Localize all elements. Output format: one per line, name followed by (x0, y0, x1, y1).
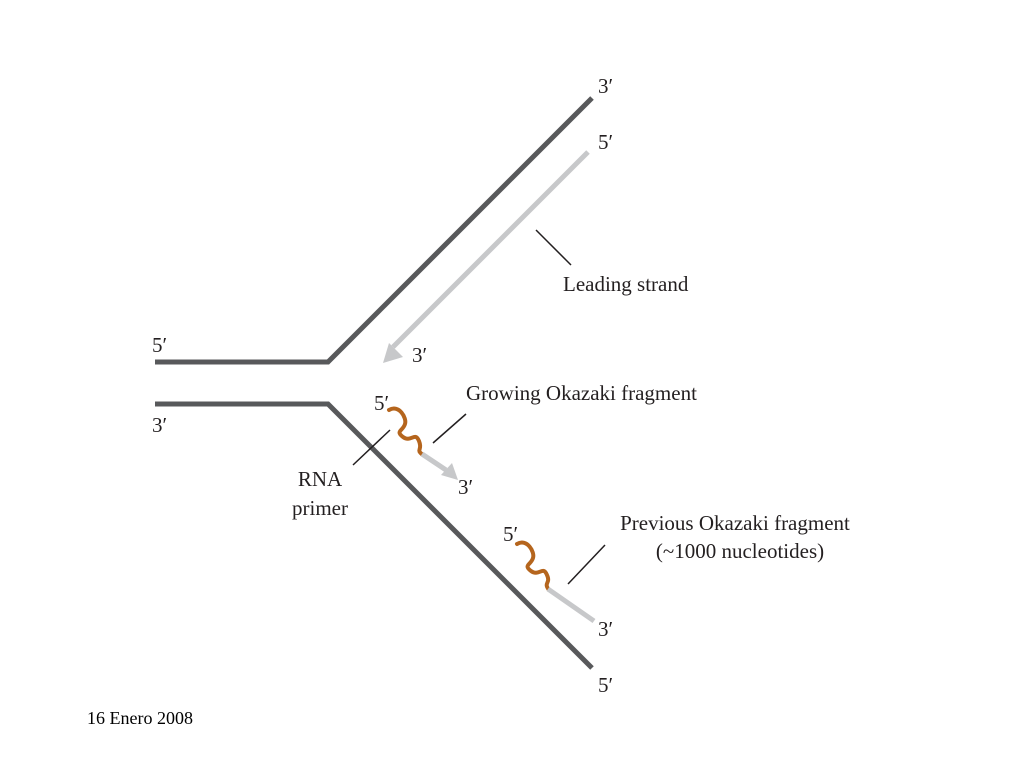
growing-okazaki-label: Growing Okazaki fragment (466, 381, 697, 405)
bottom-strand-left-end-label: 3′ (152, 413, 167, 437)
rna-primer-label-line1: RNA (298, 467, 343, 491)
leading-strand-arrowhead (383, 343, 403, 363)
growing-okazaki-arrowhead (441, 463, 458, 480)
growing-okazaki-dna (420, 451, 448, 473)
leading-strand-leader-line (535, 229, 572, 266)
previous-okazaki-5-prime-label: 5′ (503, 522, 518, 546)
previous-okazaki-label-line2: (~1000 nucleotides) (656, 539, 824, 563)
rna-primer-leader-line (352, 429, 391, 466)
growing-okazaki-5-prime-label: 5′ (374, 391, 389, 415)
bottom-strand-right-end-label: 5′ (598, 673, 613, 697)
top-strand-right-end-label: 3′ (598, 74, 613, 98)
growing-okazaki-rna-primer (387, 406, 425, 457)
leading-strand-label: Leading strand (563, 272, 689, 296)
top-strand-left-end-label: 5′ (152, 333, 167, 357)
leading-strand-3-prime-label: 3′ (412, 343, 427, 367)
previous-okazaki-3-prime-label: 3′ (598, 617, 613, 641)
growing-okazaki-3-prime-label: 3′ (458, 475, 473, 499)
previous-okazaki-dna (546, 586, 596, 624)
leading-strand-5-prime-label: 5′ (598, 130, 613, 154)
previous-okazaki-leader-line (567, 544, 606, 585)
growing-okazaki-leader-line (432, 413, 467, 444)
rna-primer-label-line2: primer (292, 496, 348, 520)
footer-date: 16 Enero 2008 (87, 708, 193, 728)
top-parent-strand (155, 96, 594, 365)
previous-okazaki-label-line1: Previous Okazaki fragment (620, 511, 850, 535)
previous-okazaki-rna-primer (515, 540, 551, 592)
leading-strand (391, 150, 590, 349)
bottom-parent-strand (155, 401, 594, 670)
